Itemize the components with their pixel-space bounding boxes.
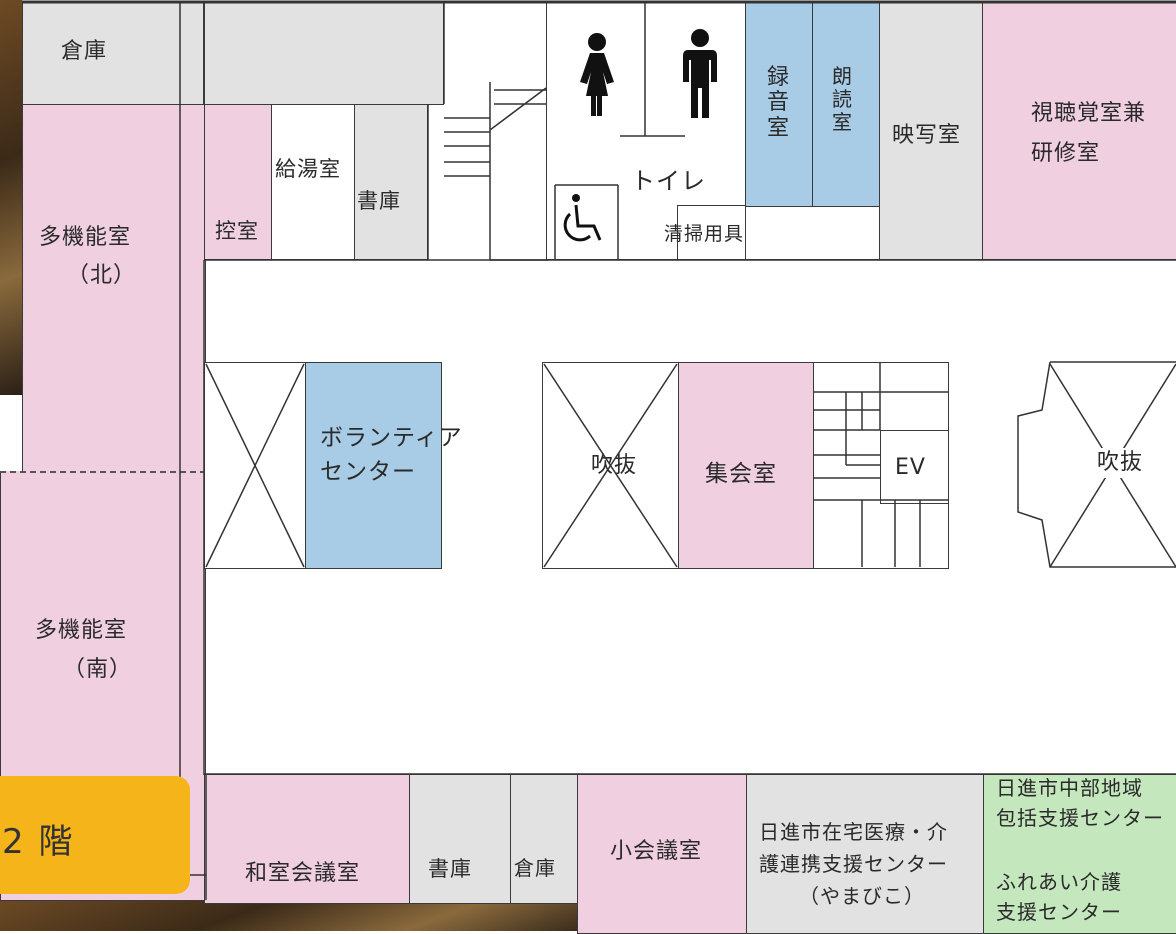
floor-label: 2 階 [2, 822, 75, 862]
recording-room: 録音室 [745, 2, 813, 207]
multi-north-label-2: （北） [67, 263, 137, 288]
chubu-center-room: 日進市中部地域 包括支援センター ふれあい介護 支援センター [983, 774, 1176, 934]
japanese-label: 和室会議室 [245, 861, 361, 886]
kitchenette-label: 給湯室 [275, 157, 341, 181]
av-room: 視聴覚室兼 研修室 [982, 2, 1176, 260]
reading-room: 朗読室 [812, 2, 880, 207]
storage-bottom-room: 倉庫 [510, 774, 578, 904]
elevator: EV [880, 430, 949, 504]
atrium-center-label: 吹抜 [589, 451, 640, 481]
recording-label: 録音室 [767, 65, 791, 141]
waiting-room: 控室 [204, 104, 272, 260]
multi-north-label-1: 多機能室 [39, 225, 132, 250]
library-top-label: 書庫 [357, 189, 401, 213]
volunteer-label-1: ボランティア [320, 425, 463, 451]
photo-bottom-strip [0, 900, 612, 931]
japanese-meeting-room: 和室会議室 [204, 774, 410, 904]
atrium-right-label: 吹抜 [1095, 448, 1146, 478]
assembly-room: 集会室 [678, 362, 814, 569]
library-top-room: 書庫 [354, 104, 428, 260]
volunteer-center-room: ボランティア センター [305, 362, 462, 569]
small-meeting-room: 小会議室 [577, 774, 747, 934]
multi-south-label-1: 多機能室 [35, 618, 128, 643]
library-bottom-room: 書庫 [409, 774, 511, 904]
cleaning-room: 清掃用具 [664, 205, 746, 260]
kitchenette-room: 給湯室 [271, 104, 355, 260]
toilet-label: トイレ [631, 167, 706, 195]
chubu-label-1: 日進市中部地域 [996, 776, 1143, 800]
storage-top-label: 倉庫 [61, 39, 108, 64]
projection-label: 映写室 [892, 123, 962, 148]
fureai-label-2: 支援センター [996, 900, 1122, 924]
fureai-label-1: ふれあい介護 [996, 870, 1122, 894]
av-label-2: 研修室 [1031, 141, 1101, 166]
atrium-center: 吹抜 [542, 362, 679, 569]
photo-left-strip [0, 0, 22, 395]
floor-badge: 2 階 [0, 776, 190, 894]
reading-label: 朗読室 [832, 64, 853, 134]
storage-bottom-label: 倉庫 [514, 856, 556, 880]
void-left [204, 362, 306, 569]
multi-north-room: 多機能室 （北） [22, 104, 206, 472]
homecare-label-3: （やまびこ） [799, 884, 925, 908]
storage-top-room: 倉庫 [22, 2, 204, 105]
homecare-label-1: 日進市在宅医療・介 [759, 820, 948, 844]
projection-room: 映写室 [879, 2, 983, 260]
under-reading-blank [745, 206, 880, 260]
multi-room-divider [0, 471, 206, 473]
elevator-label: EV [895, 455, 926, 480]
library-bottom-label: 書庫 [428, 857, 472, 881]
multi-south-label-2: （南） [63, 657, 133, 682]
homecare-center-room: 日進市在宅医療・介 護連携支援センター （やまびこ） [746, 774, 984, 934]
cleaning-label: 清掃用具 [664, 223, 745, 245]
upper-gray-room [204, 2, 444, 105]
av-label-1: 視聴覚室兼 [1031, 101, 1147, 126]
small-meeting-label: 小会議室 [610, 839, 703, 864]
waiting-label: 控室 [215, 219, 259, 243]
assembly-label: 集会室 [705, 461, 777, 487]
homecare-label-2: 護連携支援センター [759, 852, 948, 876]
volunteer-label-2: センター [320, 459, 416, 485]
chubu-label-2: 包括支援センター [996, 806, 1164, 830]
